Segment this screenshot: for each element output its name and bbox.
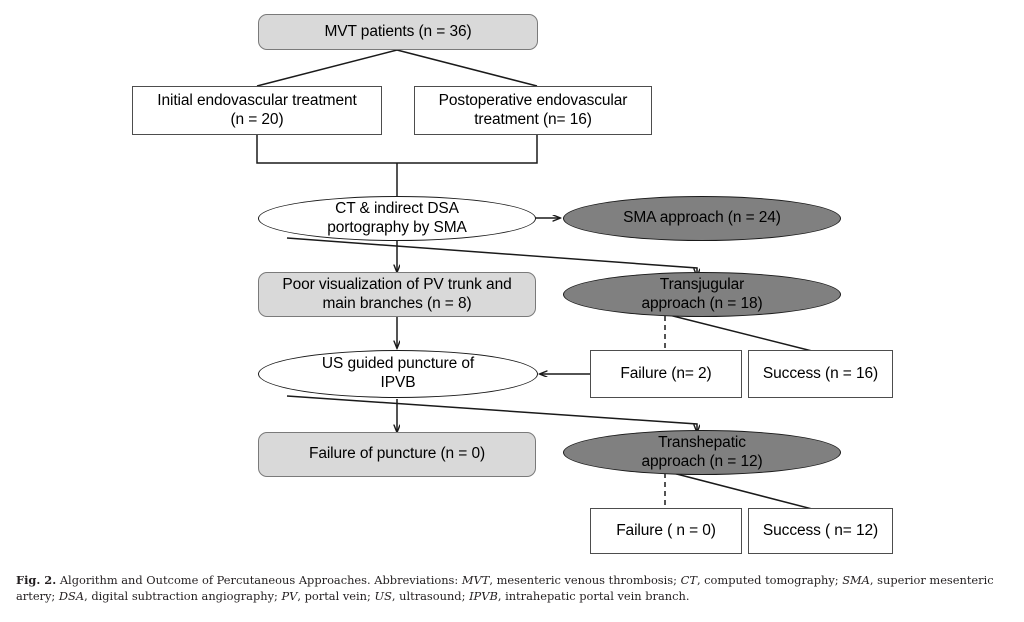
node-transjugular-success-label: Success (n = 16)	[762, 364, 879, 382]
node-initial-endovascular-treatment-line1: Initial endovascular treatment	[157, 91, 357, 109]
abbrev-definition: , digital subtraction angiography;	[84, 589, 282, 604]
node-transhepatic-success-label: Success ( n= 12)	[762, 521, 879, 539]
connector-root-to-postop	[396, 49, 538, 87]
node-transjugular-failure-label: Failure (n= 2)	[620, 364, 712, 382]
connector-transjugular-to-success	[664, 313, 817, 353]
connector-treatments-merge	[256, 135, 538, 164]
node-initial-endovascular-treatment-line2: (n = 20)	[230, 110, 284, 128]
connector-imaging-to-transjugular	[286, 237, 697, 276]
node-us-guided-puncture-line2: IPVB	[380, 374, 416, 391]
node-postoperative-endovascular-treatment-line2: treatment (n= 16)	[474, 110, 592, 128]
node-ct-dsa-portography[interactable]: CT & indirect DSA portography by SMA	[258, 196, 536, 241]
node-postoperative-endovascular-treatment-line1: Postoperative endovascular	[438, 91, 628, 109]
node-transjugular-success[interactable]: Success (n = 16)	[748, 350, 893, 398]
abbrev-term: MVT	[461, 573, 490, 587]
abbrev-term: DSA	[58, 589, 85, 604]
node-failure-of-puncture-label: Failure of puncture (n = 0)	[308, 445, 486, 463]
node-failure-of-puncture[interactable]: Failure of puncture (n = 0)	[258, 432, 536, 477]
figure-abbrev-lead: Abbreviations:	[374, 573, 459, 587]
figure-abbreviation-list: MVT, mesenteric venous thrombosis; CT, c…	[16, 573, 994, 603]
node-ct-dsa-portography-line2: portography by SMA	[327, 218, 467, 236]
node-poor-visualization-line1: Poor visualization of PV trunk and	[282, 275, 512, 293]
node-transjugular-approach-line1: Transjugular	[659, 275, 745, 293]
node-transjugular-failure[interactable]: Failure (n= 2)	[590, 350, 742, 398]
node-mvt-patients-label: MVT patients (n = 36)	[324, 22, 472, 40]
node-mvt-patients[interactable]: MVT patients (n = 36)	[258, 14, 538, 50]
abbrev-definition: , superior mesenteric artery;	[16, 573, 994, 604]
connector-transhepatic-to-success	[664, 470, 817, 511]
figure-label: Fig. 2.	[16, 573, 57, 587]
node-transjugular-approach-line2: approach (n = 18)	[641, 294, 763, 312]
node-postoperative-endovascular-treatment[interactable]: Postoperative endovascular treatment (n=…	[414, 86, 652, 135]
abbrev-definition: , ultrasound;	[391, 589, 470, 604]
node-us-guided-puncture-line1: US guided puncture of	[321, 355, 475, 373]
figure-caption-title: Algorithm and Outcome of Percutaneous Ap…	[59, 573, 371, 587]
node-sma-approach-label: SMA approach (n = 24)	[623, 209, 781, 227]
node-us-guided-puncture[interactable]: US guided puncture of IPVB	[258, 350, 538, 398]
node-transhepatic-approach-line1: Transhepatic	[658, 433, 746, 451]
node-poor-visualization[interactable]: Poor visualization of PV trunk and main …	[258, 272, 536, 317]
flowchart-figure: MVT patients (n = 36) Initial endovascul…	[132, 14, 893, 554]
node-initial-endovascular-treatment[interactable]: Initial endovascular treatment (n = 20)	[132, 86, 382, 135]
abbrev-term: PV	[281, 589, 298, 604]
abbrev-term: US	[374, 589, 392, 604]
abbrev-term: SMA	[842, 573, 870, 587]
node-ct-dsa-portography-line1: CT & indirect DSA	[335, 199, 459, 217]
abbrev-term: CT	[680, 573, 697, 587]
connector-root-to-initial	[256, 49, 398, 87]
node-transhepatic-approach-line2: approach (n = 12)	[641, 452, 763, 470]
node-transhepatic-failure[interactable]: Failure ( n = 0)	[590, 508, 742, 554]
abbrev-definition: , portal vein;	[297, 589, 375, 604]
node-transhepatic-failure-label: Failure ( n = 0)	[616, 521, 716, 539]
node-transhepatic-approach[interactable]: Transhepatic approach (n = 12)	[563, 430, 841, 475]
abbrev-definition: , mesenteric venous thrombosis;	[489, 573, 681, 587]
connector-lines-layer	[256, 49, 817, 511]
abbrev-definition: , computed tomography;	[696, 573, 843, 587]
abbrev-definition: , intrahepatic portal vein branch.	[497, 589, 690, 604]
node-transhepatic-success[interactable]: Success ( n= 12)	[748, 508, 893, 554]
node-transjugular-approach[interactable]: Transjugular approach (n = 18)	[563, 272, 841, 317]
node-sma-approach[interactable]: SMA approach (n = 24)	[563, 196, 841, 241]
node-poor-visualization-line2: main branches (n = 8)	[322, 294, 472, 312]
figure-caption: Fig. 2. Algorithm and Outcome of Percuta…	[16, 572, 1012, 604]
abbrev-term: IPVB	[469, 589, 498, 604]
connector-uspuncture-to-transhepatic	[286, 395, 697, 432]
